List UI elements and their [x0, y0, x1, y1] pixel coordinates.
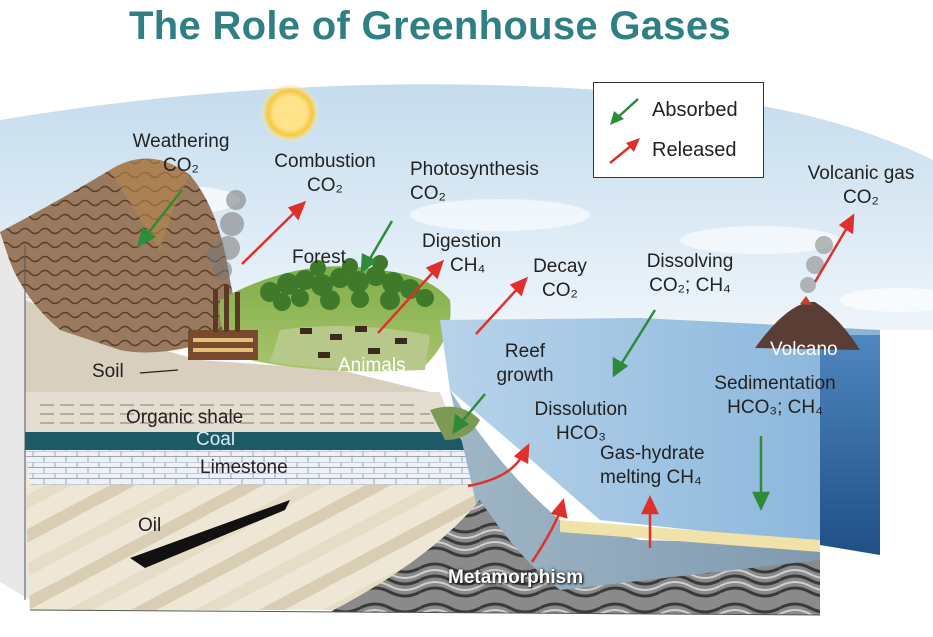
soil-layer [25, 300, 430, 392]
sedimentation-label: Sedimentation HCO₃; CH₄ [714, 373, 836, 418]
dissolution-label: Dissolution HCO₃ [534, 399, 628, 444]
weathering-absorbed-arrow [145, 189, 183, 237]
dissolving-absorbed-arrow [618, 309, 657, 367]
volcano-label: Volcano [770, 339, 838, 360]
limestone-layer [25, 448, 485, 485]
forest-trees [260, 255, 434, 311]
mountain [0, 158, 240, 353]
ocean-surface [440, 318, 880, 550]
page-title: The Role of Greenhouse Gases [129, 4, 731, 48]
photosynthesis-label: Photosynthesis CO₂ [410, 159, 539, 204]
legend-released-label: Released [652, 139, 737, 161]
cloud [410, 199, 590, 231]
volcanic-released-arrow [813, 225, 850, 283]
volcano-smoke [800, 236, 833, 293]
dissolution-released-arrow [467, 455, 524, 488]
reef-growth-label: Reef growth [496, 341, 554, 386]
limestone-label: Limestone [200, 457, 288, 478]
legend-released-arrow-icon [609, 138, 640, 164]
coal-layer [25, 430, 468, 450]
released-arrows [241, 200, 855, 563]
factory-icon [188, 285, 258, 360]
combustion-released-arrow [241, 210, 297, 265]
digestion-label: Digestion CH₄ [422, 231, 502, 276]
decay-label: Decay CO₂ [533, 256, 587, 301]
block-side-face [0, 230, 30, 600]
sun-icon [260, 83, 320, 143]
mountain-highlight [110, 158, 190, 250]
dissolving-label: Dissolving CO₂; CH₄ [646, 251, 734, 296]
gas-hydrate-layer [560, 520, 820, 552]
legend-absorbed-label: Absorbed [652, 99, 738, 121]
volcano-crater [800, 296, 812, 305]
organic-shale-layer [25, 392, 455, 432]
organic-shale-label: Organic shale [126, 407, 244, 428]
animals-label: Animals [338, 355, 406, 376]
animal-icons [300, 326, 407, 358]
combustion-label: Combustion CO₂ [274, 151, 376, 196]
reef-absorbed-arrow [459, 393, 486, 425]
soil-label: Soil [92, 361, 124, 382]
ocean-front [820, 335, 880, 555]
forest-label: Forest [292, 247, 346, 268]
photosynthesis-absorbed-arrow [366, 220, 394, 263]
cloud [840, 288, 933, 312]
legend: Absorbed Released [593, 82, 764, 178]
shale-lines [40, 404, 440, 424]
volcanic-gas-label: Volcanic gas CO₂ [807, 163, 915, 208]
weathering-label: Weathering CO₂ [132, 131, 230, 176]
pasture [270, 326, 430, 371]
oil-deposit [130, 500, 290, 568]
oil-label: Oil [138, 515, 162, 536]
legend-absorbed-arrow-icon [610, 98, 639, 125]
metamorphism-label: Metamorphism [448, 567, 584, 588]
ocean-floor [450, 390, 820, 610]
volcano-icon [755, 301, 860, 350]
cloud [680, 226, 840, 254]
gas-hydrate-label: Gas-hydrate melting CH₄ [600, 443, 705, 488]
coal-label: Coal [196, 429, 236, 450]
smoke [206, 190, 246, 280]
metamorphic-rock [330, 500, 820, 615]
digestion-released-arrow [377, 269, 436, 334]
absorbed-arrows [137, 189, 770, 511]
decay-released-arrow [475, 286, 520, 335]
soil-leader-line [140, 369, 179, 374]
block-outline [24, 245, 821, 616]
